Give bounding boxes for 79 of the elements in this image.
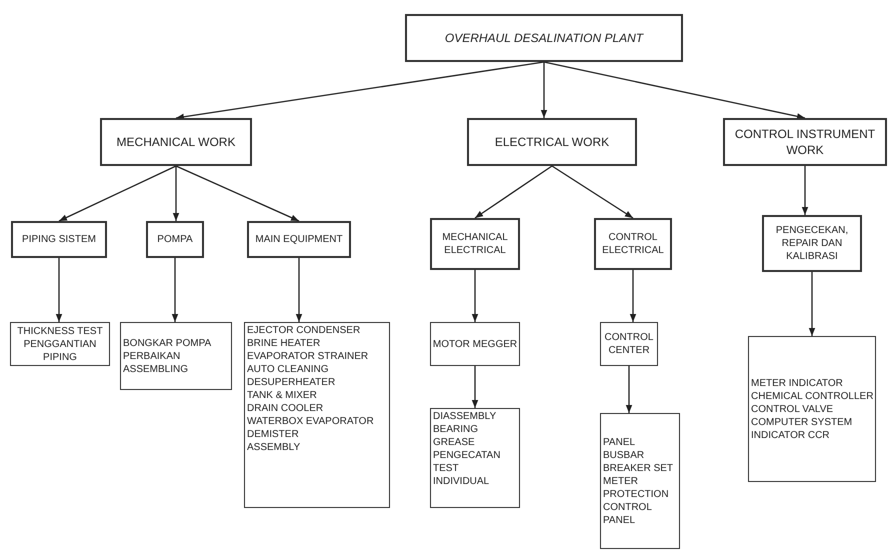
list-item: AUTO CLEANING xyxy=(247,363,328,376)
list-item: ASSEMBLING xyxy=(123,362,188,376)
box-label: MOTOR MEGGER xyxy=(432,338,518,350)
arrow xyxy=(474,165,552,219)
box-label: POMPA xyxy=(157,233,193,246)
list-item: PENGGANTIAN PIPING xyxy=(22,338,98,364)
process-box xyxy=(244,322,390,508)
list-item: DEMISTER xyxy=(247,428,299,441)
list-item: CONTROL PANEL xyxy=(603,500,653,526)
list-item: EVAPORATOR STRAINER xyxy=(247,350,368,363)
arrow xyxy=(176,61,544,120)
list-item: TEST xyxy=(433,462,459,475)
list-item: TANK & MIXER xyxy=(247,389,317,402)
list-item: THICKNESS TEST xyxy=(17,324,103,338)
process-box xyxy=(762,215,862,272)
arrow xyxy=(630,270,636,322)
box-label: ELECTRICAL WORK xyxy=(494,134,610,150)
process-box xyxy=(600,322,658,366)
list-item: DESUPERHEATER xyxy=(247,376,336,389)
list-item: BUSBAR xyxy=(603,448,644,462)
process-box xyxy=(430,218,520,270)
box-label: MAIN EQUIPMENT xyxy=(255,233,343,246)
list-item: CHEMICAL CONTROLLER xyxy=(751,390,874,402)
box-label: MECHANICAL WORK xyxy=(116,134,236,150)
arrow xyxy=(172,258,178,322)
process-box xyxy=(748,336,876,482)
process-box xyxy=(11,221,107,258)
process-box xyxy=(10,322,110,366)
process-box xyxy=(430,408,520,508)
arrow xyxy=(544,61,806,120)
list-item: EJECTOR CONDENSER xyxy=(247,324,360,337)
arrow xyxy=(626,366,632,413)
arrow xyxy=(176,165,300,222)
list-item: PANEL xyxy=(603,436,636,448)
list-item: PERBAIKAN xyxy=(123,350,180,362)
box-label: PENGECEKAN, REPAIR DAN KALIBRASI xyxy=(774,224,850,263)
box-label: CONTROL ELECTRICAL xyxy=(601,231,665,257)
list-item: DIASSEMBLY xyxy=(433,410,496,423)
list-item: INDICATOR CCR xyxy=(751,428,830,442)
arrow xyxy=(56,258,62,322)
arrow xyxy=(472,270,478,322)
arrow xyxy=(802,166,808,215)
list-item: METER INDICATOR xyxy=(751,376,843,390)
list-item: INDIVIDUAL xyxy=(433,475,490,488)
arrow xyxy=(172,166,180,221)
list-item: COMPUTER SYSTEM xyxy=(751,416,852,428)
arrow xyxy=(296,258,302,322)
process-box xyxy=(146,221,204,258)
box-label: OVERHAUL DESALINATION PLANT xyxy=(444,32,644,44)
process-box xyxy=(467,118,637,166)
process-box xyxy=(430,322,520,366)
arrow xyxy=(58,165,176,222)
process-box xyxy=(723,118,887,166)
list-item: BREAKER SET xyxy=(603,462,674,474)
list-item: BRINE HEATER xyxy=(247,337,320,350)
list-item: PENGECATAN xyxy=(433,449,500,462)
process-box xyxy=(100,118,252,166)
process-box xyxy=(247,221,351,258)
box-label: PIPING SISTEM xyxy=(22,233,96,246)
process-box xyxy=(600,413,680,549)
process-box xyxy=(594,218,672,270)
list-item: WATERBOX EVAPORATOR xyxy=(247,415,374,428)
arrow xyxy=(808,272,816,336)
list-item: ASSEMBLY xyxy=(247,441,300,454)
list-item: GREASE xyxy=(433,436,475,449)
process-box xyxy=(405,14,683,62)
box-label: CONTROL INSTRUMENT WORK xyxy=(734,126,876,158)
list-item: BONGKAR POMPA xyxy=(123,336,212,350)
list-item: DRAIN COOLER xyxy=(247,402,324,415)
list-item: BEARING xyxy=(433,423,478,436)
process-box xyxy=(120,322,232,390)
arrow xyxy=(472,366,478,408)
list-item: CONTROL VALVE xyxy=(751,402,834,416)
arrow xyxy=(552,165,634,219)
box-label: MECHANICAL ELECTRICAL xyxy=(441,231,509,257)
arrow xyxy=(540,62,548,118)
box-label: CONTROL CENTER xyxy=(604,331,654,357)
list-item: METER xyxy=(603,474,638,488)
list-item: PROTECTION xyxy=(603,488,669,500)
